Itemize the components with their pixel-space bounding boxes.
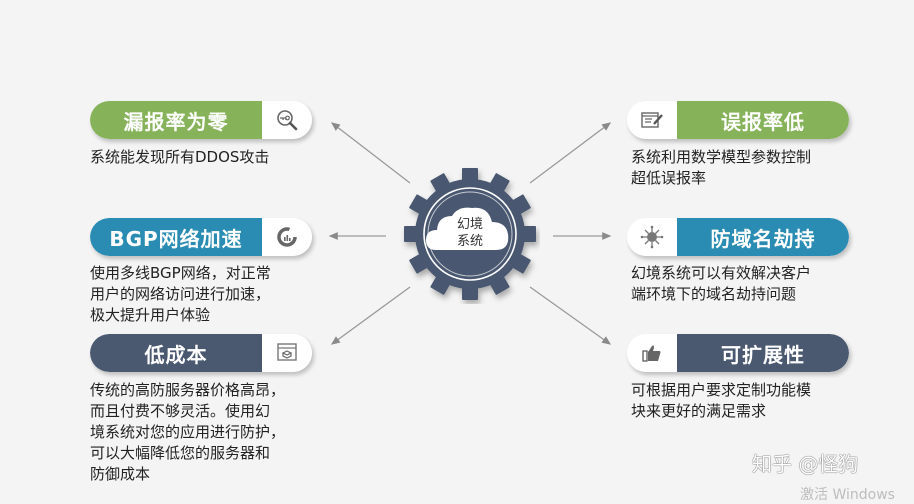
donut-chart-icon	[262, 218, 312, 256]
feature-description: 系统利用数学模型参数控制 超低误报率	[631, 148, 812, 187]
feature-title: BGP网络加速	[90, 218, 262, 256]
center-label: 幻境 系统	[400, 216, 540, 250]
arrow-top-left	[330, 122, 411, 184]
key-search-icon	[262, 101, 312, 139]
browser-box-icon	[262, 334, 312, 372]
center-label-line1: 幻境	[456, 217, 483, 232]
cloud-icon	[426, 207, 509, 250]
feature-pill-low-false-positive: 误报率低	[627, 101, 849, 139]
feature-pill-bgp-acceleration: BGP网络加速	[90, 218, 312, 256]
feature-pill-scalability: 可扩展性	[627, 334, 849, 372]
feature-description: 系统能发现所有DDOS攻击	[90, 148, 270, 166]
feature-description: 传统的高防服务器价格高昂， 而且付费不够灵活。使用幻 境系统对您的应用进行防护，…	[90, 381, 286, 483]
feature-description: 使用多线BGP网络，对正常 用户的网络访问进行加速， 极大提升用户体验	[90, 264, 271, 324]
windows-activation-notice: 激活 Windows	[800, 487, 895, 503]
thumbs-up-icon	[627, 334, 677, 372]
feature-description: 可根据用户要求定制功能模 块来更好的满足需求	[631, 381, 812, 420]
center-label-line2: 系统	[456, 234, 483, 249]
arrow-bottom-right	[529, 286, 612, 345]
watermark: 知乎 @怪狗	[752, 452, 859, 476]
feature-pill-low-cost: 低成本	[90, 334, 312, 372]
virus-network-icon	[627, 218, 677, 256]
central-gear: 幻境 系统	[379, 143, 561, 325]
edit-document-icon	[627, 101, 677, 139]
feature-title: 漏报率为零	[90, 101, 262, 139]
feature-pill-dns-hijack-protection: 防域名劫持	[627, 218, 849, 256]
feature-title: 可扩展性	[677, 334, 849, 372]
feature-title: 低成本	[90, 334, 262, 372]
feature-title: 误报率低	[677, 101, 849, 139]
gear-icon	[379, 143, 561, 325]
feature-description: 幻境系统可以有效解决客户 端环境下的域名劫持问题	[631, 264, 812, 303]
arrow-bottom-left	[330, 286, 411, 345]
arrow-top-right	[529, 122, 612, 184]
feature-pill-zero-miss-rate: 漏报率为零	[90, 101, 312, 139]
feature-title: 防域名劫持	[677, 218, 849, 256]
